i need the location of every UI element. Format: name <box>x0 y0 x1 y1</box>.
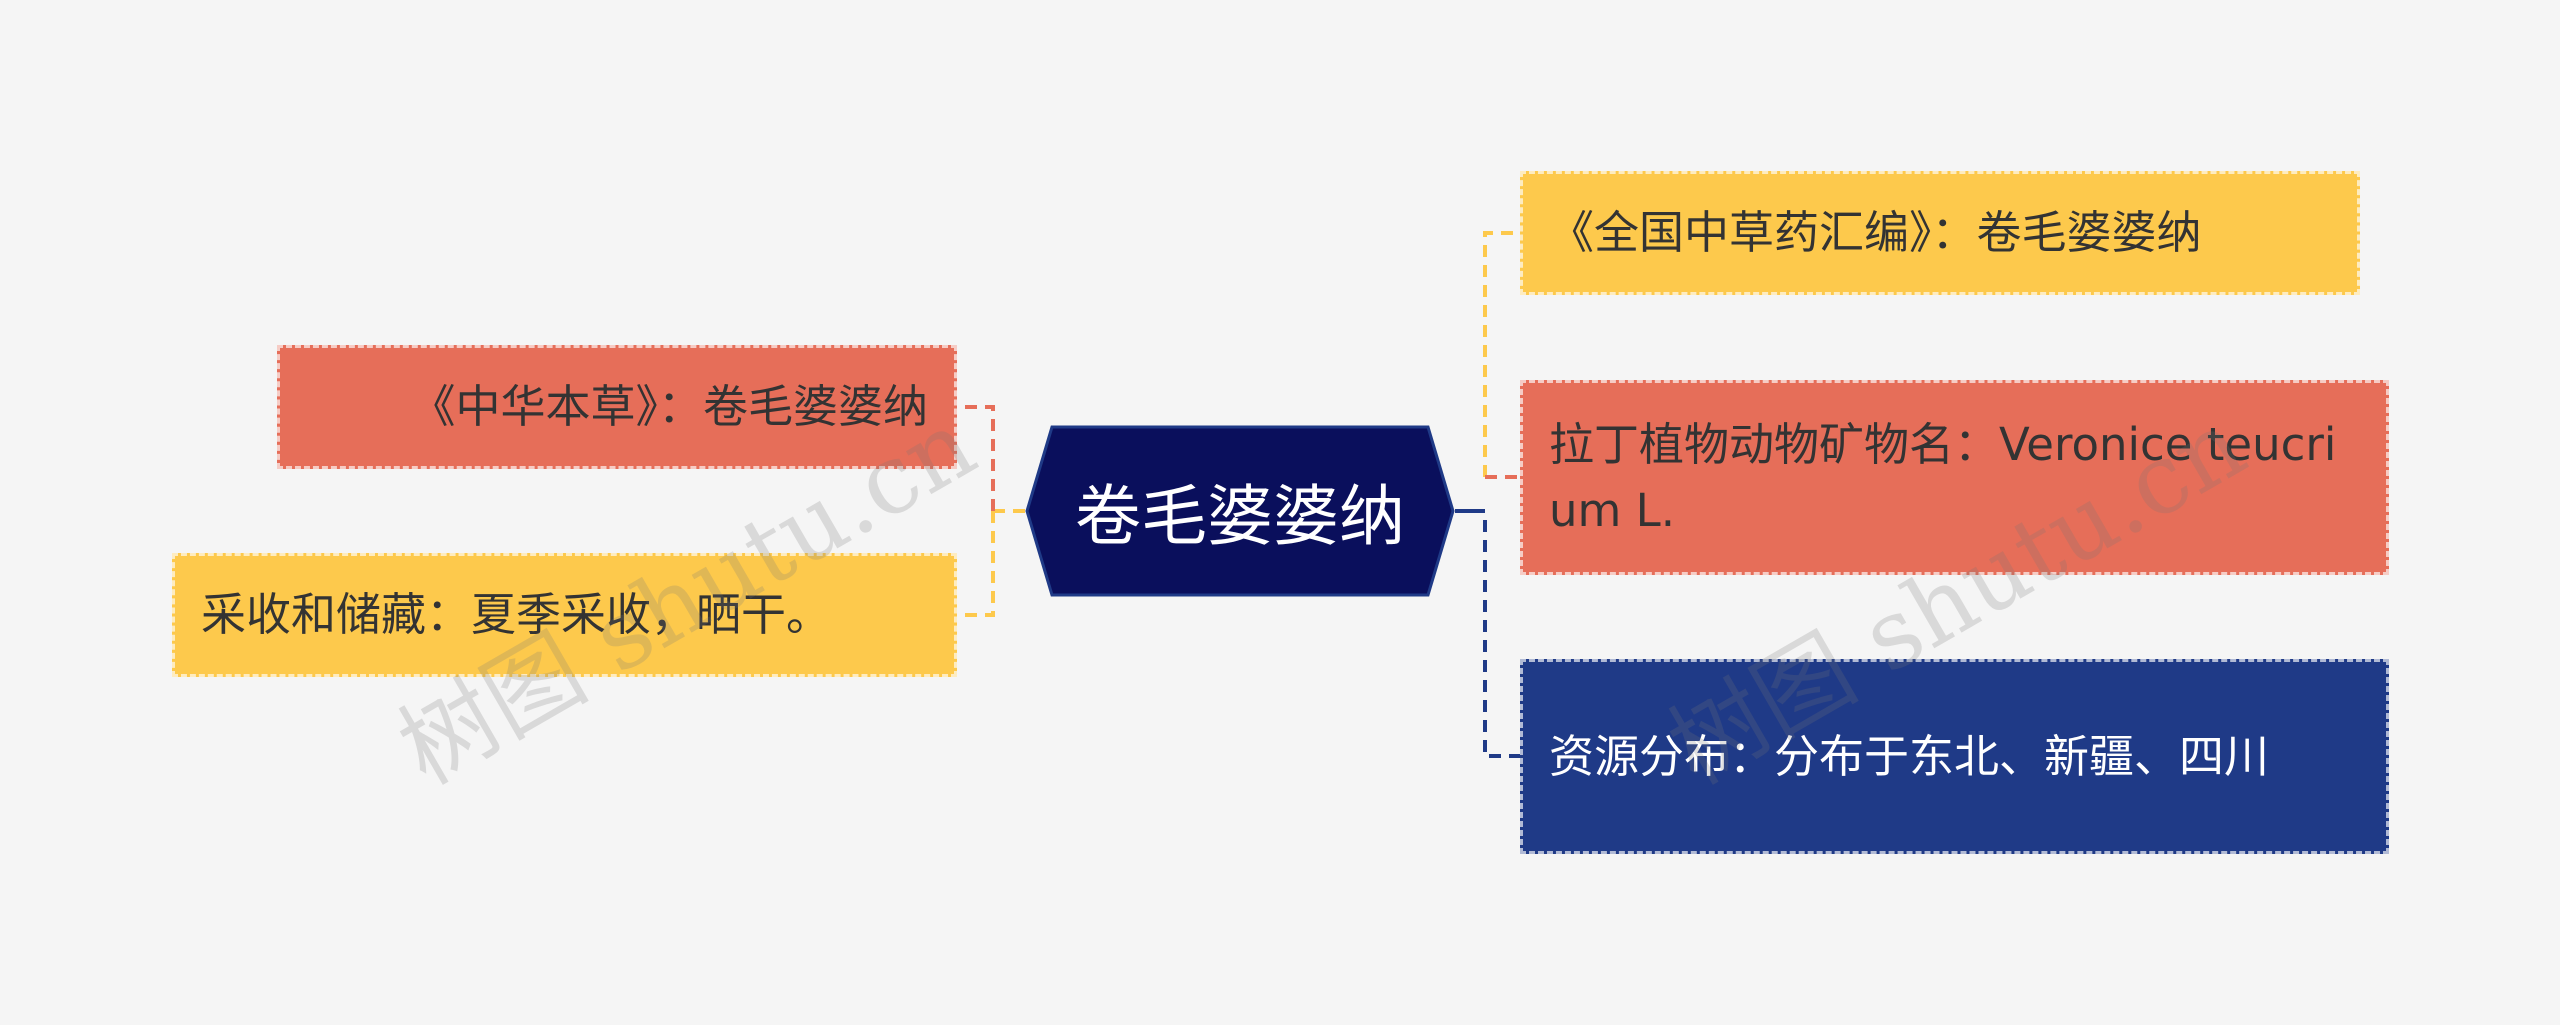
topic-node-right-1[interactable]: 《全国中草药汇编》：卷毛婆婆纳 <box>1520 171 2360 295</box>
connector-left2 <box>957 511 995 617</box>
connector-right3 <box>1483 520 1520 758</box>
topic-node-left-1[interactable]: 《中华本草》：卷毛婆婆纳 <box>277 345 957 469</box>
central-topic-label: 卷毛婆婆纳 <box>1075 478 1405 555</box>
topic-node-left-2[interactable]: 采收和储藏：夏季采收，晒干。 <box>172 553 957 677</box>
connector-right1 <box>1483 231 1520 477</box>
central-topic-shape[interactable] <box>1025 425 1455 597</box>
connector-left1 <box>957 405 995 511</box>
topic-node-right-1-label: 《全国中草药汇编》：卷毛婆婆纳 <box>1549 206 2202 259</box>
topic-node-right-2-label: 拉丁植物动物矿物名：Veronice teucrium L. <box>1549 417 2337 537</box>
central-topic[interactable]: 卷毛婆婆纳 <box>1025 425 1455 597</box>
topic-node-right-2[interactable]: 拉丁植物动物矿物名：Veronice teucrium L. <box>1520 380 2389 575</box>
topic-node-right-3[interactable]: 资源分布：分布于东北、新疆、四川 <box>1520 659 2389 854</box>
topic-node-left-1-label: 《中华本草》：卷毛婆婆纳 <box>410 380 928 433</box>
topic-node-left-2-label: 采收和储藏：夏季采收，晒干。 <box>201 588 832 641</box>
topic-node-right-3-label: 资源分布：分布于东北、新疆、四川 <box>1549 729 2270 783</box>
